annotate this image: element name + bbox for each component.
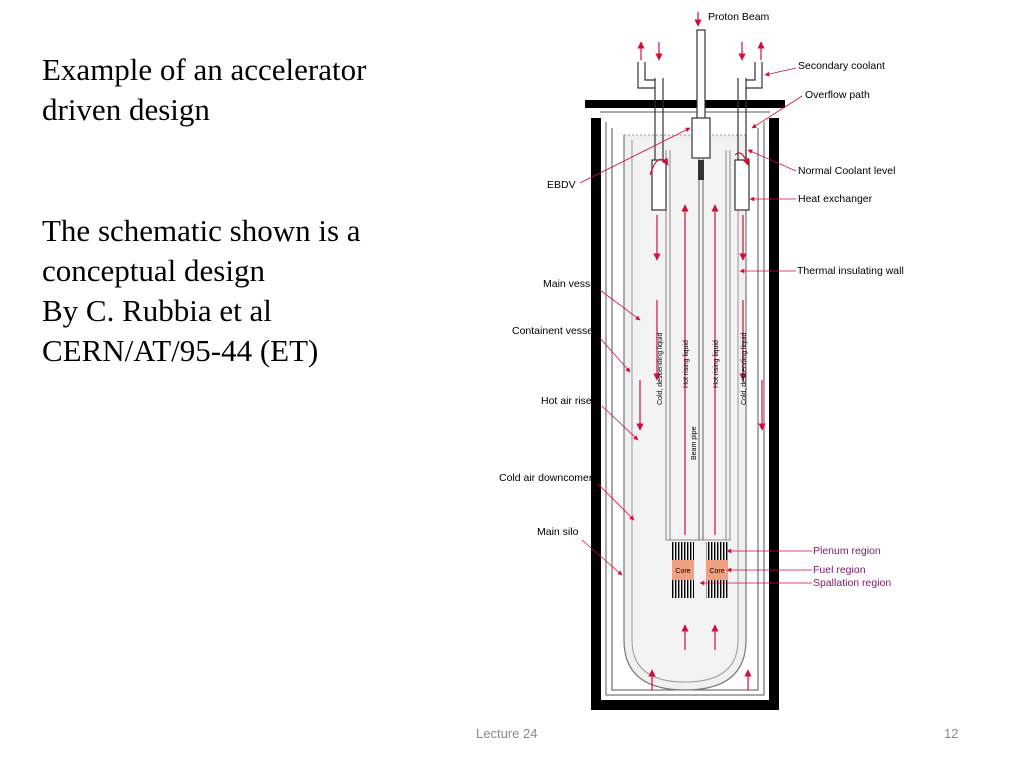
footer-lecture: Lecture 24 bbox=[476, 726, 538, 741]
core-left: Core bbox=[672, 542, 694, 598]
label-normal-coolant-level: Normal Coolant level bbox=[798, 165, 895, 177]
body-line: CERN/AT/95-44 (ET) bbox=[42, 333, 319, 368]
flow-arrows bbox=[636, 12, 766, 690]
page-number: 12 bbox=[944, 726, 959, 741]
label-spallation-region: Spallation region bbox=[813, 577, 891, 589]
body-line: By C. Rubbia et al bbox=[42, 293, 272, 328]
slide-body: The schematic shown is a conceptual desi… bbox=[42, 211, 422, 371]
reactor-schematic: Core Core bbox=[499, 11, 904, 710]
label-cold-descending-right: Cold, descending liquid bbox=[741, 333, 748, 405]
heat-exchanger-right bbox=[734, 62, 763, 211]
thermal-insulating-wall bbox=[665, 150, 731, 541]
label-heat-exchanger: Heat exchanger bbox=[798, 193, 873, 205]
label-plenum-region: Plenum region bbox=[813, 545, 881, 557]
main-silo bbox=[585, 100, 785, 710]
slide-title: Example of an accelerator driven design bbox=[42, 52, 367, 127]
core-right: Core bbox=[706, 542, 728, 598]
label-cold-descending-left: Cold, descending liquid bbox=[657, 333, 664, 405]
leader-lines bbox=[579, 67, 812, 586]
label-cold-air-downcomer: Cold air downcomer bbox=[499, 472, 593, 484]
label-ebdv: EBDV bbox=[547, 179, 576, 191]
label-main-silo: Main silo bbox=[537, 526, 579, 538]
label-proton-beam: Proton Beam bbox=[708, 11, 770, 23]
label-main-vessel: Main vessel bbox=[543, 278, 598, 290]
overflow-left bbox=[649, 157, 669, 176]
label-thermal-insulating-wall: Thermal insulating wall bbox=[797, 265, 904, 277]
body-line: conceptual design bbox=[42, 253, 265, 288]
beam-pipe bbox=[691, 29, 711, 540]
label-beam-pipe: Beam pipe bbox=[691, 426, 698, 460]
overflow-right bbox=[734, 152, 750, 166]
core-right-label: Core bbox=[709, 568, 724, 575]
label-containment-vessel: Containent vessel bbox=[512, 325, 595, 337]
label-fuel-region: Fuel region bbox=[813, 564, 866, 576]
label-secondary-coolant: Secondary coolant bbox=[798, 60, 885, 72]
label-hot-rising-left: Hot rising liquid bbox=[683, 340, 690, 388]
label-hot-air-riser: Hot air riser bbox=[541, 395, 596, 407]
core-left-label: Core bbox=[675, 568, 690, 575]
body-line: The schematic shown is a bbox=[42, 213, 361, 248]
label-overflow-path: Overflow path bbox=[805, 89, 870, 101]
label-hot-rising-right: Hot rising liquid bbox=[713, 340, 720, 388]
